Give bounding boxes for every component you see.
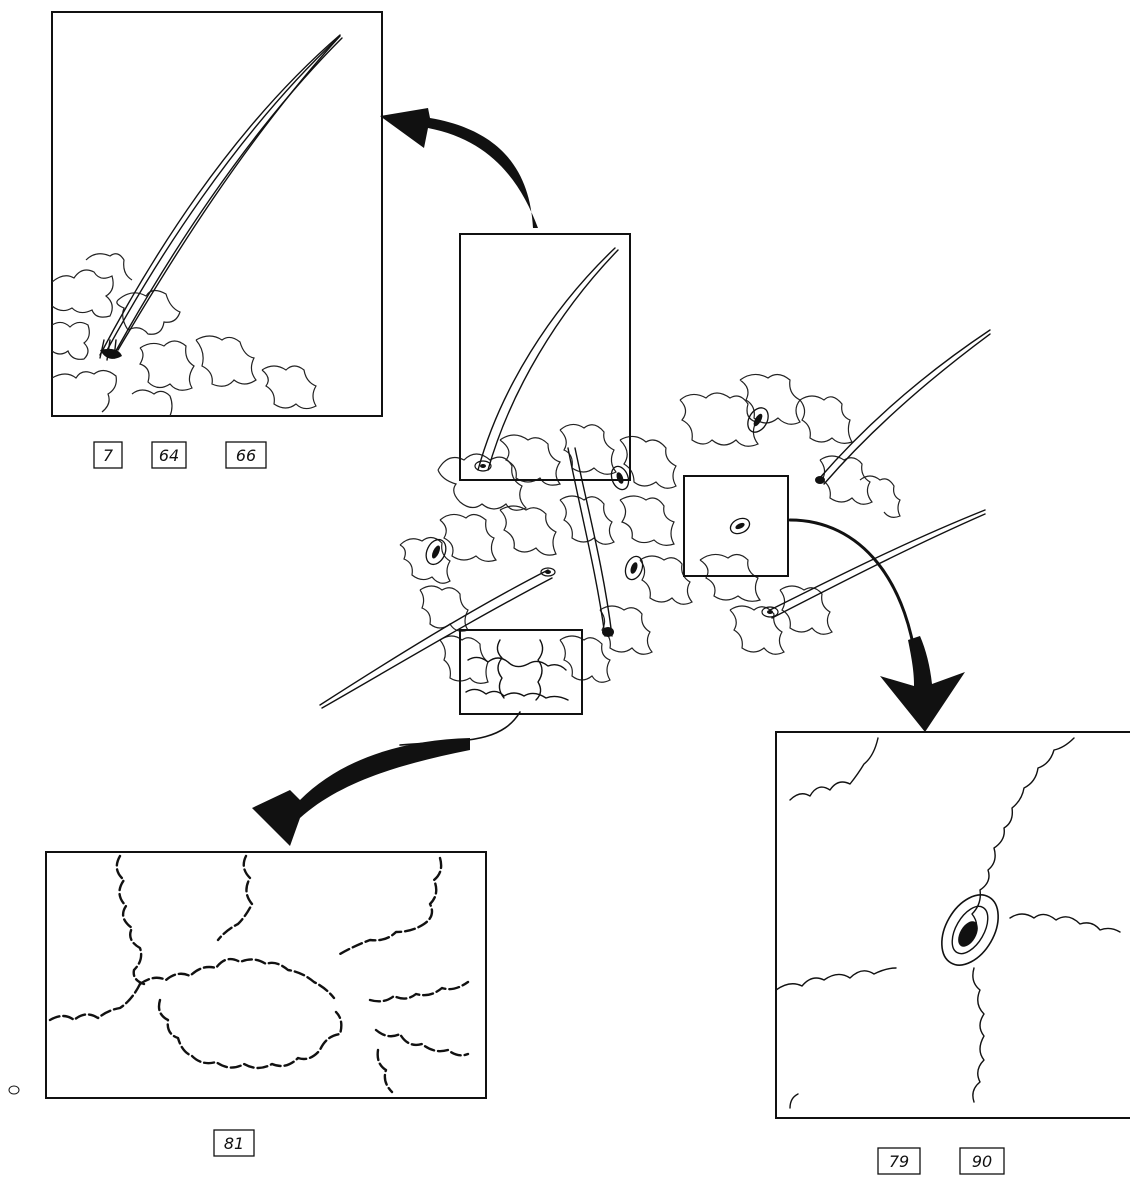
cellwall-lines bbox=[48, 854, 470, 1094]
label-64: 64 bbox=[159, 446, 179, 465]
label-79: 79 bbox=[889, 1152, 909, 1171]
panel-trichome-cells bbox=[51, 253, 317, 417]
margin-mark bbox=[8, 1085, 20, 1095]
stoma-1 bbox=[747, 407, 769, 433]
trichome-lower-left bbox=[319, 567, 556, 709]
label-66: 66 bbox=[236, 446, 256, 465]
trichome-vertical bbox=[567, 447, 614, 637]
labels-trichome: 7 64 66 bbox=[93, 441, 267, 469]
stomata-central bbox=[425, 407, 769, 581]
arrow-to-cells-panel bbox=[252, 711, 521, 846]
stoma-panel-walls bbox=[775, 737, 1121, 1109]
trichome-upper-right bbox=[815, 329, 991, 485]
inset-box-trichome bbox=[459, 233, 631, 481]
stoma-large bbox=[941, 894, 999, 966]
arrow-to-trichome-panel bbox=[380, 108, 538, 228]
stoma-3 bbox=[425, 538, 447, 566]
label-81-group: 81 bbox=[213, 1129, 255, 1157]
inset-box-cells-walls bbox=[465, 639, 569, 701]
panel-trichome-detail bbox=[51, 11, 383, 417]
inset-box-stoma bbox=[683, 475, 789, 577]
trichome-center bbox=[474, 247, 619, 472]
label-7: 7 bbox=[103, 446, 114, 465]
stoma-4 bbox=[624, 555, 644, 581]
panel-cellwall-detail bbox=[45, 851, 487, 1099]
labels-stoma: 79 90 bbox=[877, 1147, 1005, 1175]
trichome-lower-right bbox=[761, 509, 986, 619]
label-90: 90 bbox=[972, 1152, 992, 1171]
central-cells bbox=[399, 373, 901, 684]
arrow-to-stoma-panel bbox=[788, 518, 965, 732]
stoma-5 bbox=[729, 517, 751, 535]
label-81: 81 bbox=[224, 1134, 244, 1153]
stoma-2 bbox=[610, 465, 630, 491]
panel-stoma-detail bbox=[775, 731, 1130, 1119]
trichome-large bbox=[99, 34, 343, 361]
central-leaf-surface bbox=[319, 233, 991, 715]
inset-box-cells bbox=[459, 629, 583, 715]
